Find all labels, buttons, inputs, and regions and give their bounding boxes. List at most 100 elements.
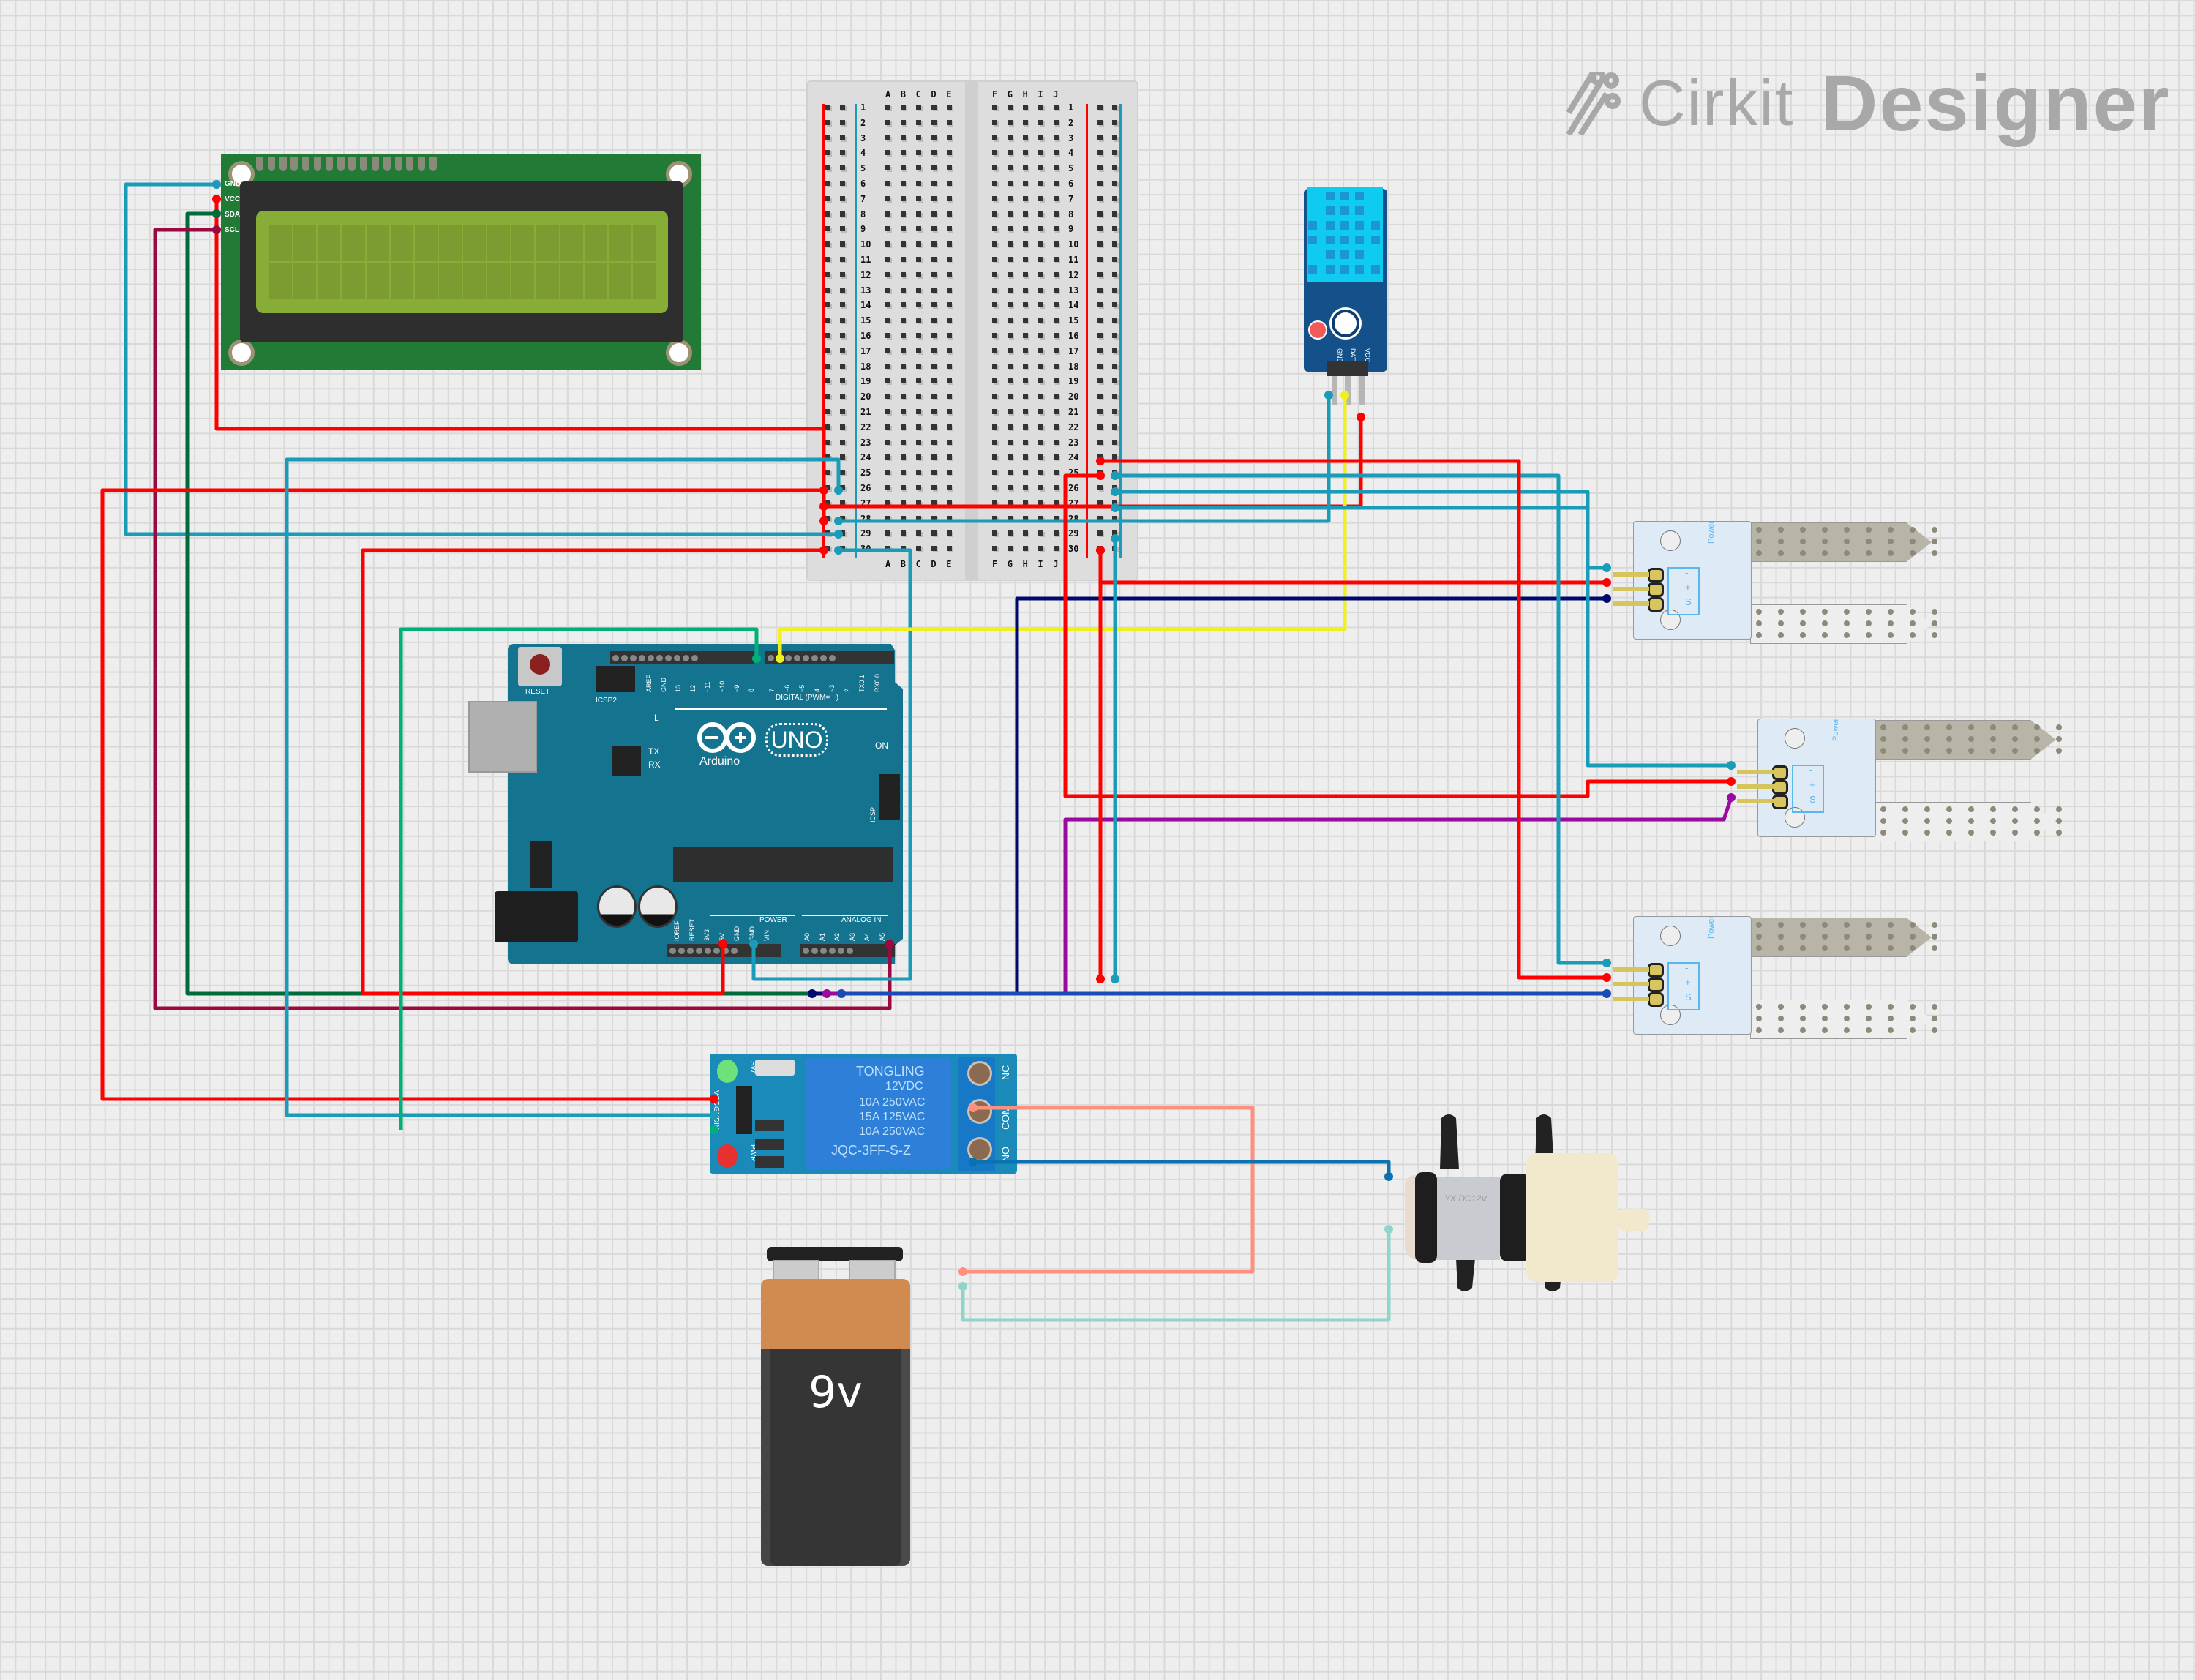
breadboard-hole[interactable]: [992, 454, 997, 460]
breadboard-hole[interactable]: [1038, 318, 1043, 323]
breadboard-hole[interactable]: [885, 485, 890, 490]
breadboard-hole[interactable]: [840, 394, 845, 400]
breadboard-hole[interactable]: [947, 470, 952, 476]
breadboard-hole[interactable]: [1098, 348, 1103, 353]
breadboard-hole[interactable]: [1038, 226, 1043, 232]
wire-sensor1-vcc[interactable]: [1098, 550, 1607, 585]
breadboard-hole[interactable]: [1054, 500, 1059, 506]
wire-endpoint[interactable]: [819, 502, 828, 511]
breadboard-hole[interactable]: [1008, 271, 1013, 277]
breadboard-hole[interactable]: [1008, 500, 1013, 506]
breadboard-hole[interactable]: [885, 318, 890, 323]
breadboard-hole[interactable]: [916, 378, 921, 384]
breadboard-hole[interactable]: [992, 439, 997, 445]
breadboard-hole[interactable]: [1038, 394, 1043, 400]
breadboard-hole[interactable]: [825, 318, 830, 323]
breadboard-hole[interactable]: [992, 394, 997, 400]
breadboard-hole[interactable]: [916, 105, 921, 110]
breadboard-hole[interactable]: [947, 226, 952, 232]
header-pin[interactable]: [656, 654, 663, 661]
breadboard-hole[interactable]: [885, 150, 890, 156]
breadboard-hole[interactable]: [1008, 470, 1013, 476]
breadboard-hole[interactable]: [1038, 409, 1043, 414]
breadboard-hole[interactable]: [1038, 195, 1043, 201]
breadboard-hole[interactable]: [1098, 394, 1103, 400]
breadboard-hole[interactable]: [992, 287, 997, 293]
dht-leg-vcc[interactable]: [1359, 376, 1365, 405]
breadboard-hole[interactable]: [840, 150, 845, 156]
breadboard-hole[interactable]: [1023, 211, 1028, 217]
breadboard-hole[interactable]: [840, 439, 845, 445]
breadboard-hole[interactable]: [840, 195, 845, 201]
breadboard-hole[interactable]: [947, 119, 952, 125]
breadboard-hole[interactable]: [1023, 165, 1028, 171]
breadboard-hole[interactable]: [916, 363, 921, 369]
breadboard-hole[interactable]: [931, 105, 937, 110]
breadboard-hole[interactable]: [901, 271, 906, 277]
breadboard-hole[interactable]: [885, 500, 890, 506]
breadboard-hole[interactable]: [1112, 257, 1117, 262]
breadboard-hole[interactable]: [1038, 378, 1043, 384]
header-pin[interactable]: [847, 947, 853, 954]
breadboard-hole[interactable]: [931, 500, 937, 506]
breadboard-hole[interactable]: [901, 181, 906, 186]
breadboard-hole[interactable]: [1023, 348, 1028, 353]
breadboard-hole[interactable]: [1098, 378, 1103, 384]
breadboard-hole[interactable]: [885, 211, 890, 217]
breadboard-hole[interactable]: [901, 119, 906, 125]
breadboard-hole[interactable]: [885, 257, 890, 262]
breadboard-hole[interactable]: [931, 226, 937, 232]
breadboard-hole[interactable]: [1008, 181, 1013, 186]
breadboard-hole[interactable]: [1023, 485, 1028, 490]
wire-endpoint[interactable]: [1096, 457, 1105, 465]
breadboard-hole[interactable]: [1023, 302, 1028, 308]
breadboard-hole[interactable]: [885, 363, 890, 369]
breadboard-hole[interactable]: [1112, 439, 1117, 445]
header-pin[interactable]: [838, 947, 844, 954]
breadboard-hole[interactable]: [992, 150, 997, 156]
breadboard-hole[interactable]: [992, 181, 997, 186]
breadboard-hole[interactable]: [947, 135, 952, 140]
breadboard-hole[interactable]: [1112, 530, 1117, 536]
header-pin[interactable]: [820, 654, 827, 661]
wire-endpoint[interactable]: [1096, 546, 1105, 555]
wire-relay-com-batt[interactable]: [963, 1106, 1255, 1274]
breadboard-hole[interactable]: [885, 119, 890, 125]
wire-endpoint[interactable]: [1384, 1225, 1393, 1234]
breadboard-hole[interactable]: [947, 241, 952, 247]
wire-endpoint[interactable]: [718, 940, 727, 948]
breadboard-hole[interactable]: [825, 348, 830, 353]
breadboard-hole[interactable]: [1038, 150, 1043, 156]
breadboard-hole[interactable]: [1112, 333, 1117, 338]
breadboard-hole[interactable]: [840, 165, 845, 171]
breadboard-hole[interactable]: [1023, 378, 1028, 384]
breadboard-hole[interactable]: [1112, 211, 1117, 217]
wire-endpoint[interactable]: [969, 1158, 978, 1166]
breadboard-hole[interactable]: [825, 378, 830, 384]
breadboard-hole[interactable]: [947, 271, 952, 277]
breadboard-hole[interactable]: [947, 195, 952, 201]
breadboard-hole[interactable]: [1008, 378, 1013, 384]
breadboard-hole[interactable]: [947, 515, 952, 521]
breadboard-hole[interactable]: [840, 363, 845, 369]
wire-endpoint[interactable]: [1096, 471, 1105, 480]
breadboard-hole[interactable]: [1112, 105, 1117, 110]
breadboard-hole[interactable]: [901, 515, 906, 521]
breadboard-hole[interactable]: [1008, 195, 1013, 201]
breadboard-hole[interactable]: [901, 500, 906, 506]
breadboard-hole[interactable]: [1098, 119, 1103, 125]
breadboard-hole[interactable]: [1038, 530, 1043, 536]
breadboard-hole[interactable]: [825, 287, 830, 293]
breadboard-hole[interactable]: [916, 530, 921, 536]
breadboard-hole[interactable]: [1023, 546, 1028, 552]
wire-endpoint[interactable]: [958, 1267, 967, 1276]
breadboard-hole[interactable]: [1098, 318, 1103, 323]
breadboard-hole[interactable]: [1038, 287, 1043, 293]
breadboard-hole[interactable]: [1112, 515, 1117, 521]
breadboard-hole[interactable]: [1023, 500, 1028, 506]
wire-endpoint[interactable]: [822, 989, 831, 998]
breadboard-hole[interactable]: [1023, 287, 1028, 293]
wire-endpoint[interactable]: [1727, 793, 1736, 802]
breadboard-hole[interactable]: [1112, 500, 1117, 506]
